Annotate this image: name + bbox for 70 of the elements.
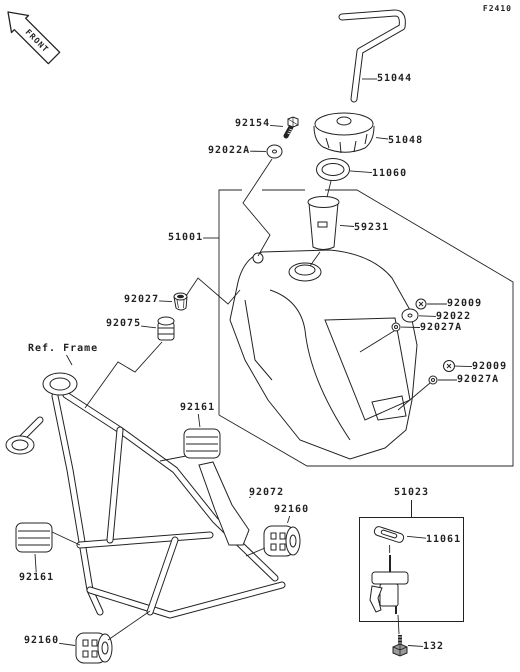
leader-line bbox=[406, 536, 426, 539]
callout-number: 59231 bbox=[354, 222, 390, 234]
roller-drawing bbox=[75, 630, 113, 666]
leader-line bbox=[376, 137, 388, 140]
leader-line bbox=[198, 414, 200, 428]
callout-number: 92027A bbox=[457, 374, 500, 386]
assembly-line bbox=[160, 456, 186, 462]
callout-number: 92160 bbox=[274, 504, 310, 516]
leader-line bbox=[58, 642, 76, 646]
assembly-line bbox=[242, 158, 272, 256]
strainer-drawing bbox=[307, 196, 340, 252]
callout-number: 92075 bbox=[106, 318, 142, 330]
assembly-line bbox=[84, 342, 162, 408]
callout-number: 92022A bbox=[208, 145, 250, 157]
assembly-line bbox=[246, 548, 266, 556]
grommet-drawing bbox=[156, 316, 176, 342]
leader-line bbox=[362, 78, 378, 80]
callout-number: 51044 bbox=[377, 73, 412, 85]
seal-ring-drawing bbox=[316, 158, 350, 181]
callout-number: 92027 bbox=[124, 294, 160, 306]
damper-drawing bbox=[15, 521, 53, 554]
callout-number: 92161 bbox=[180, 402, 216, 414]
leader-line bbox=[418, 315, 436, 317]
leader-line bbox=[66, 354, 72, 366]
roller-drawing bbox=[263, 523, 301, 559]
leader-line bbox=[34, 554, 37, 572]
leader-line bbox=[287, 516, 290, 524]
callout-number: 11060 bbox=[372, 168, 408, 180]
bolt-drawing bbox=[392, 634, 408, 656]
assembly-line bbox=[326, 180, 332, 198]
assembly-line bbox=[186, 277, 240, 305]
strap-drawing bbox=[197, 461, 251, 547]
filler-cap-drawing bbox=[312, 112, 376, 156]
callout-number: 132 bbox=[423, 641, 444, 653]
callout-number: 51048 bbox=[388, 135, 424, 147]
fuel-tank-assembly-drawing bbox=[218, 189, 514, 467]
assembly-line bbox=[398, 614, 400, 634]
damper-drawing bbox=[183, 427, 221, 460]
assembly-line bbox=[310, 252, 320, 266]
assembly-line bbox=[360, 330, 394, 352]
callout-number: 92009 bbox=[447, 298, 482, 310]
sheet-code: F2410 bbox=[482, 4, 512, 13]
assembly-line bbox=[108, 610, 150, 640]
callout-number: 92022 bbox=[436, 311, 472, 323]
group-callout-number: 51023 bbox=[394, 487, 430, 499]
washer-drawing bbox=[266, 144, 283, 159]
leader-line bbox=[140, 326, 156, 328]
leader-line bbox=[250, 150, 266, 152]
callout-number: 51001 bbox=[168, 232, 204, 244]
leader-line bbox=[340, 224, 354, 227]
callout-number: 11061 bbox=[426, 534, 462, 546]
callout-number: 92072 bbox=[249, 487, 284, 499]
leader-line bbox=[158, 300, 172, 302]
collar-drawing bbox=[172, 292, 189, 312]
leader-line bbox=[350, 170, 372, 174]
callout-number: 92161 bbox=[19, 572, 54, 584]
callout-number: 92009 bbox=[472, 361, 508, 373]
leader-line bbox=[400, 326, 420, 328]
callout-number: 92027A bbox=[420, 322, 462, 334]
leader-line bbox=[454, 366, 472, 368]
leader-line bbox=[408, 645, 424, 647]
assembly-line bbox=[52, 532, 80, 546]
callout-number: 92154 bbox=[235, 118, 270, 130]
bolt-drawing bbox=[283, 116, 299, 138]
callout-number: 92160 bbox=[24, 635, 60, 647]
callout-number: Ref. Frame bbox=[28, 343, 98, 355]
leader-line bbox=[248, 496, 252, 498]
assembly-line bbox=[398, 382, 430, 410]
assembly-line bbox=[389, 544, 390, 554]
leader-line bbox=[270, 124, 284, 127]
